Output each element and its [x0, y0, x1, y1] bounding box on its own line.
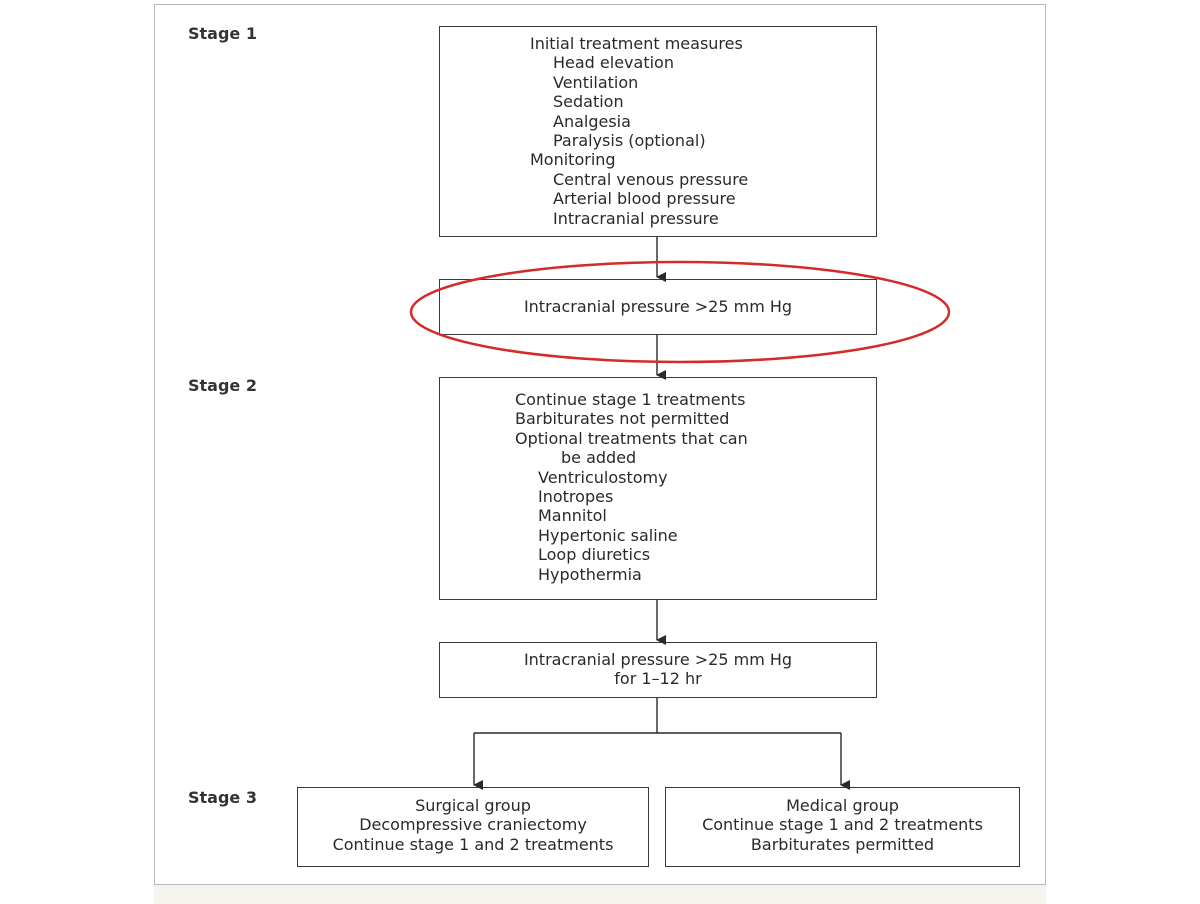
treatment-item: Ventilation: [553, 72, 639, 92]
monitoring-item: Central venous pressure: [553, 169, 749, 189]
stage-1-label: Stage 1: [188, 24, 257, 43]
treatment-item: Analgesia: [553, 111, 631, 131]
monitoring-item: Arterial blood pressure: [553, 189, 736, 209]
medical-group-line: Barbiturates permitted: [750, 834, 935, 854]
optional-treatment-item: Hypertonic saline: [538, 525, 678, 545]
treatment-item: Head elevation: [553, 53, 674, 73]
medical-group-title: Medical group: [786, 796, 899, 815]
optional-treatment-item: Inotropes: [538, 487, 614, 507]
icp-duration-line: Intracranial pressure >25 mm Hg: [523, 650, 793, 669]
icp-duration-line: for 1–12 hr: [614, 669, 702, 689]
treatment-item: Paralysis (optional): [553, 131, 706, 151]
stage-2-box: Continue stage 1 treatments Barbiturates…: [439, 377, 877, 600]
page-footer: [154, 884, 1046, 904]
stage-2-label: Stage 2: [188, 376, 257, 395]
surgical-group-box: Surgical group Decompressive craniectomy…: [297, 787, 649, 867]
initial-treatment-heading: Initial treatment measures: [530, 34, 743, 53]
medical-group-line: Continue stage 1 and 2 treatments: [702, 815, 983, 835]
page-frame: [154, 4, 1046, 904]
surgical-group-line: Continue stage 1 and 2 treatments: [332, 834, 614, 854]
treatment-item: Sedation: [553, 92, 624, 112]
stage-2-line: Continue stage 1 treatments: [515, 390, 746, 409]
surgical-group-title: Surgical group: [415, 796, 531, 815]
stage-2-line: Barbiturates not permitted: [515, 409, 730, 429]
stage-2-line: Optional treatments that can: [515, 428, 748, 448]
optional-treatment-item: Ventriculostomy: [538, 467, 668, 487]
highlight-ellipse: [409, 260, 951, 364]
optional-treatment-item: Hypothermia: [538, 564, 642, 584]
monitoring-heading: Monitoring: [530, 150, 616, 170]
stage-3-label: Stage 3: [188, 788, 257, 807]
monitoring-item: Intracranial pressure: [553, 208, 719, 228]
icp-duration-box: Intracranial pressure >25 mm Hg for 1–12…: [439, 642, 877, 698]
icp-threshold-box: Intracranial pressure >25 mm Hg: [439, 279, 877, 335]
medical-group-box: Medical group Continue stage 1 and 2 tre…: [665, 787, 1020, 867]
stage-1-box: Initial treatment measures Head elevatio…: [439, 26, 877, 237]
surgical-group-line: Decompressive craniectomy: [359, 815, 587, 835]
optional-treatment-item: Mannitol: [538, 506, 607, 526]
stage-2-line: be added: [561, 448, 637, 468]
icp-threshold-text: Intracranial pressure >25 mm Hg: [523, 297, 793, 316]
optional-treatment-item: Loop diuretics: [538, 545, 651, 565]
